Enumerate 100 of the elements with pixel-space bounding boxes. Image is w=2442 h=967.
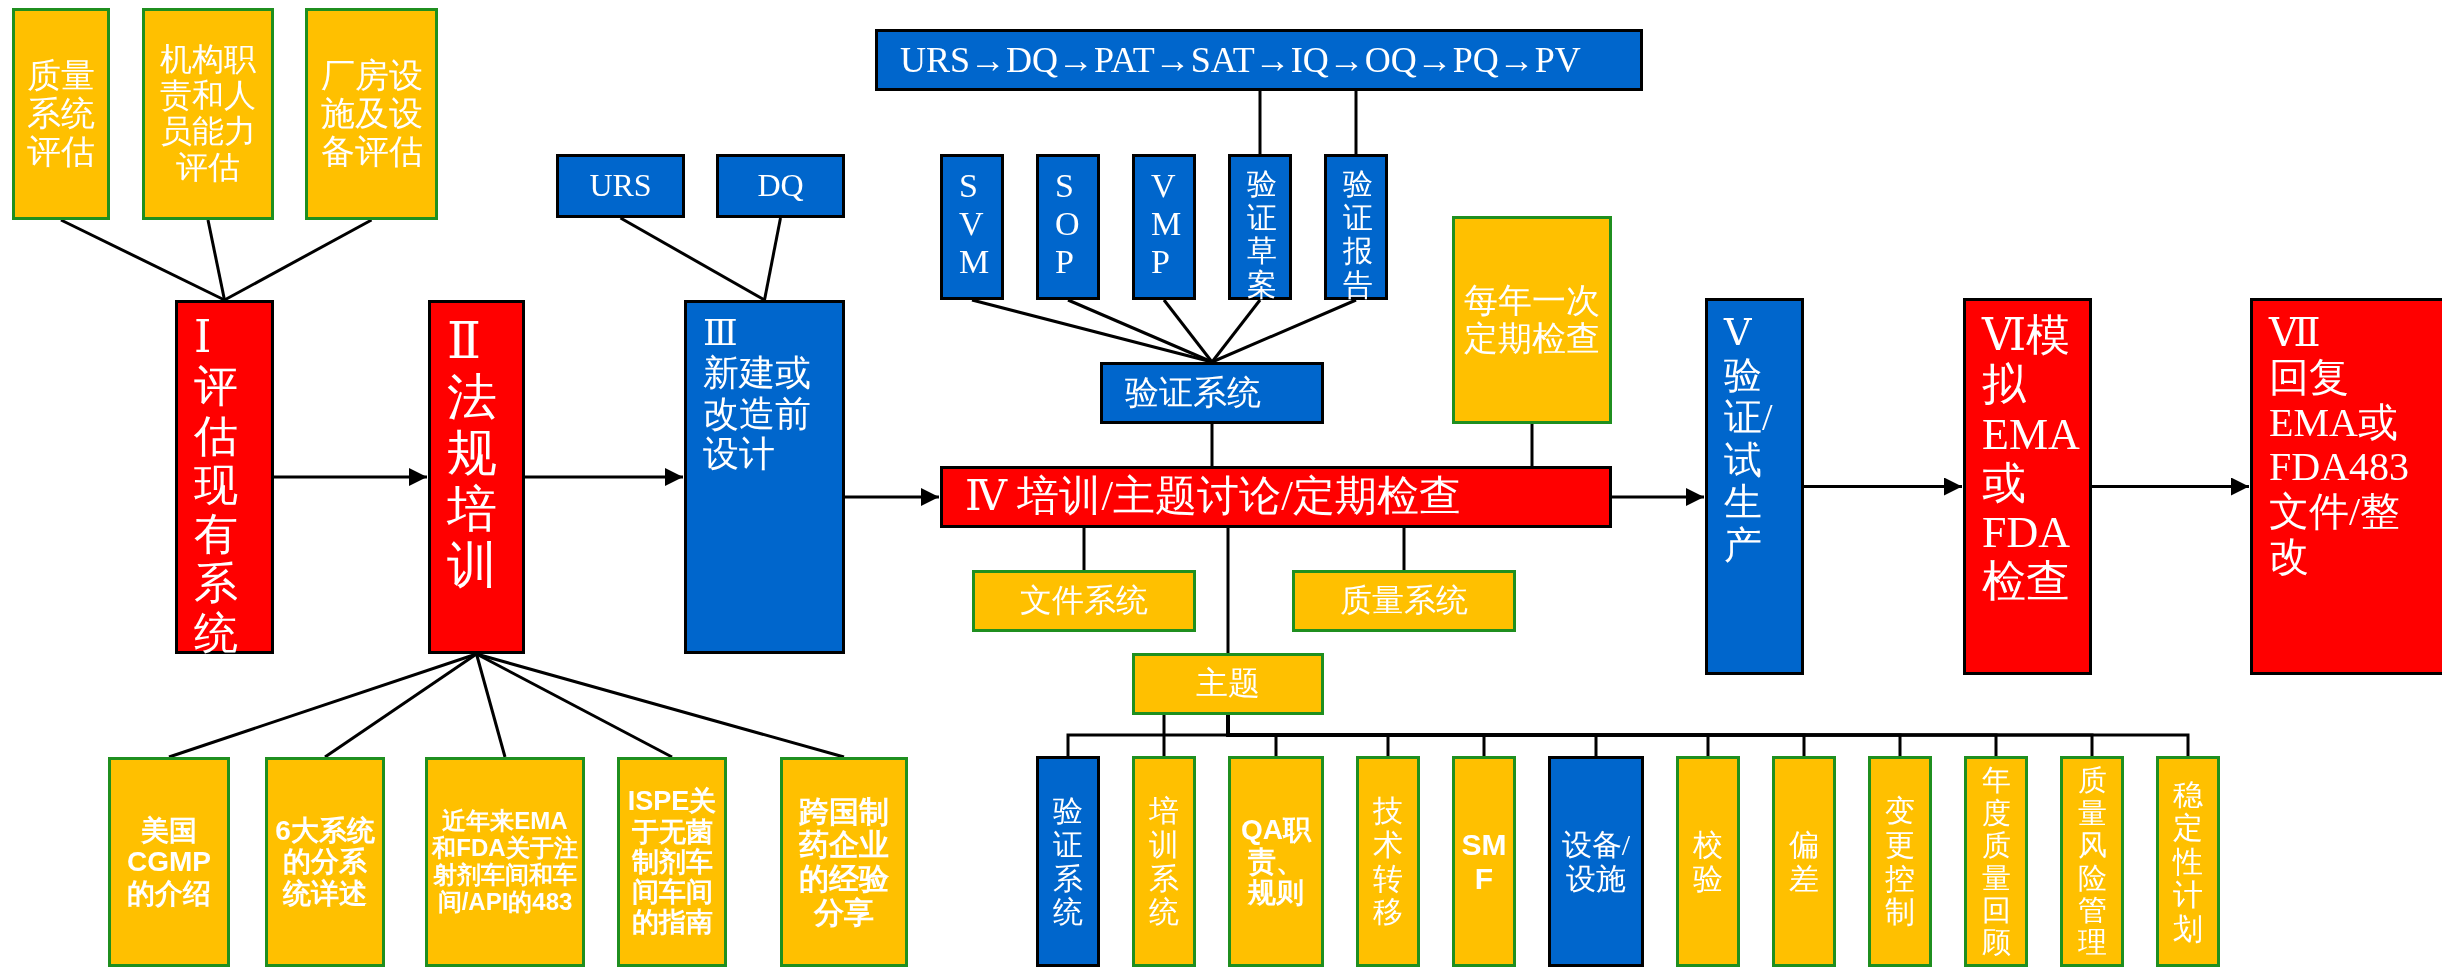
- topic-box: [1356, 756, 1420, 967]
- connector-line: [1211, 298, 1357, 364]
- topic-box: [1772, 756, 1836, 967]
- stage-box: [1705, 298, 1804, 675]
- connector-line: [763, 217, 782, 301]
- topic-box: [1964, 756, 2028, 967]
- connector-line: [1354, 91, 1358, 154]
- box-label: 近年来EMA和FDA关于注射剂车间和车间/API的483: [432, 808, 578, 916]
- box-label: 验证草案: [1247, 167, 1277, 302]
- system-box: [972, 570, 1196, 632]
- box-label: 培训系统: [1148, 794, 1180, 929]
- topic-box: [1036, 756, 1100, 967]
- box-label: ISPE关于无菌制剂车间车间的指南: [626, 786, 718, 938]
- box-label: 机构职责和人员能力评估: [159, 42, 257, 186]
- box-label: 设备/设施: [1560, 827, 1632, 896]
- connector-line: [1162, 299, 1214, 363]
- connector-line: [60, 218, 226, 302]
- arrow: [525, 468, 683, 486]
- stage-box: [1963, 298, 2092, 675]
- box-label: URS→DQ→PAT→SAT→IQ→OQ→PQ→PV: [900, 39, 1581, 81]
- box-label: 验证/试生产: [1724, 353, 1774, 567]
- stage-box: [684, 300, 845, 654]
- box-label: Ⅴ: [1724, 311, 1752, 354]
- document-box: [1324, 154, 1388, 300]
- system-box: [1292, 570, 1516, 632]
- box-label: 验证系统: [1125, 373, 1261, 413]
- topic-box: [1228, 756, 1324, 967]
- topic-box: [108, 757, 230, 967]
- connector-line: [1258, 91, 1262, 154]
- connector-line: [1530, 424, 1534, 466]
- box-label: 每年一次定期检查: [1463, 281, 1601, 359]
- assessment-box: [305, 8, 438, 220]
- assessment-box: [12, 8, 110, 220]
- input-box: [556, 154, 685, 218]
- system-box: [1100, 362, 1324, 424]
- box-label: 变更控制: [1884, 794, 1916, 929]
- stage-box: [2250, 298, 2442, 675]
- document-box: [1228, 154, 1292, 300]
- arrow: [1612, 488, 1704, 506]
- box-label: Ⅵ模拟EMA或FDA检查: [1982, 311, 2080, 607]
- connector-line: [1226, 528, 1230, 653]
- connector-line: [619, 216, 766, 302]
- box-label: 厂房设施及设备评估: [319, 56, 424, 172]
- topic-box: [2156, 756, 2220, 967]
- box-label: 校验: [1692, 827, 1724, 896]
- input-box: [716, 154, 845, 218]
- box-label: Ⅲ: [703, 313, 738, 354]
- box-label: Ⅶ: [2269, 311, 2321, 356]
- box-label: 法规培训: [447, 369, 498, 593]
- topic-box: [1676, 756, 1740, 967]
- arrow: [845, 488, 939, 506]
- box-label: 质量风险管理: [2076, 764, 2108, 959]
- connector-line: [1402, 528, 1406, 570]
- stage-box: [428, 300, 525, 654]
- box-label: URS: [589, 168, 652, 204]
- topic-box: [1548, 756, 1644, 967]
- box-label: 质量系统评估: [26, 56, 96, 172]
- inspection-box: [1452, 216, 1612, 424]
- box-label: VMP: [1151, 167, 1182, 282]
- arrow: [1804, 477, 1962, 496]
- document-box: [1132, 154, 1196, 300]
- box-label: 跨国制药企业的经验分享: [798, 794, 890, 930]
- document-box: [940, 154, 1004, 300]
- box-label: SOP: [1055, 167, 1081, 282]
- box-label: 稳定性计划: [2171, 777, 2204, 946]
- topic-box: [265, 757, 385, 967]
- box-label: 质量系统: [1340, 583, 1468, 619]
- connector-line: [475, 653, 507, 758]
- arrow: [274, 468, 427, 486]
- document-box: [1036, 154, 1100, 300]
- box-label: 验证报告: [1343, 167, 1373, 302]
- box-label: 年度质量回顾: [1980, 764, 2012, 959]
- stage-box: [175, 300, 274, 654]
- topic-box: [425, 757, 585, 967]
- topic-box: [780, 757, 908, 967]
- box-label: Ⅱ: [447, 313, 481, 369]
- arrow: [2092, 477, 2249, 496]
- stage-box: [940, 466, 1612, 528]
- box-label: SMF: [1460, 827, 1508, 896]
- topic-box: [617, 757, 727, 967]
- topic-box: [1132, 756, 1196, 967]
- connector-line: [1162, 715, 1166, 756]
- connector-line: [1210, 424, 1214, 466]
- connector-line: [1082, 528, 1086, 570]
- box-label: QA职责、规则: [1240, 814, 1313, 909]
- box-label: 美国CGMP的介绍: [126, 814, 212, 910]
- box-label: 主题: [1196, 666, 1260, 702]
- topic-box: [1132, 653, 1324, 715]
- box-label: 评估现有系统: [194, 362, 239, 658]
- box-label: 6大系统的分系统详述: [274, 814, 376, 910]
- connector-line: [223, 218, 373, 302]
- topic-box: [2060, 756, 2124, 967]
- box-label: DQ: [757, 168, 804, 204]
- box-label: SVM: [959, 167, 990, 282]
- box-label: 技术转移: [1372, 794, 1404, 929]
- box-label: Ⅰ: [194, 313, 212, 363]
- box-label: 偏差: [1788, 827, 1820, 896]
- box-label: 验证系统: [1052, 794, 1084, 929]
- box-label: Ⅳ 培训/主题讨论/定期检查: [965, 473, 1461, 521]
- box-label: 新建或改造前设计: [703, 353, 812, 475]
